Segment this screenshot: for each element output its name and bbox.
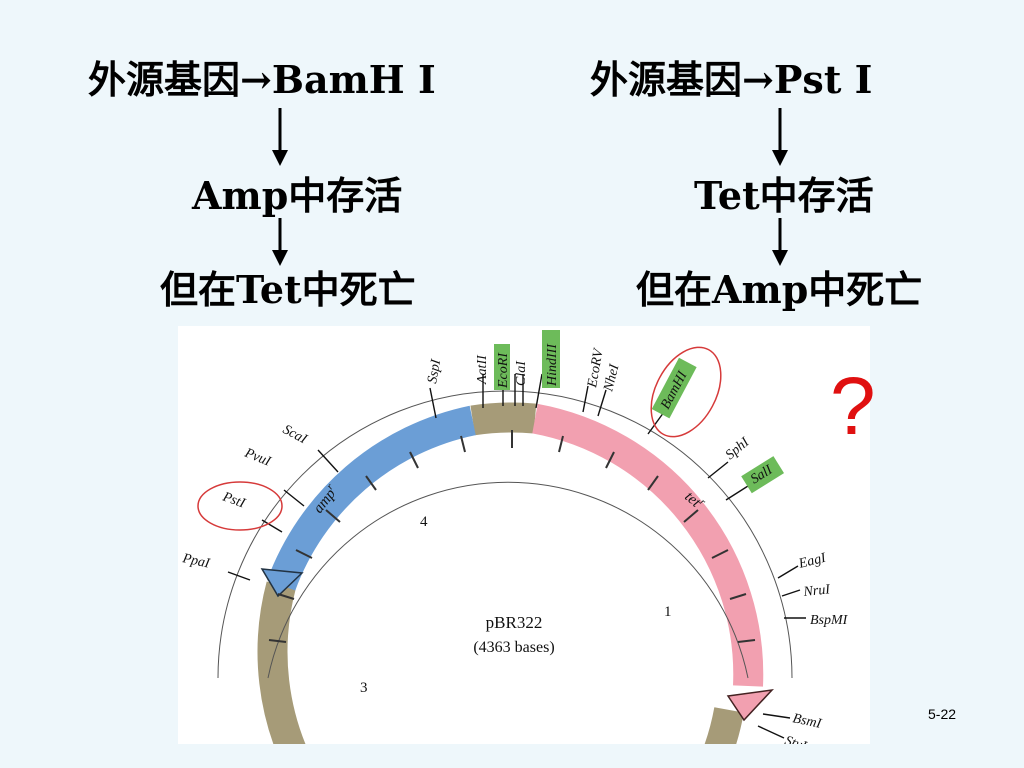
site-aatii: AatII	[475, 354, 490, 385]
left-step1-enzyme: BamH I	[271, 57, 436, 102]
site-clai: ClaI	[514, 360, 529, 386]
right-step3-label: 但在Amp中死亡	[636, 267, 923, 312]
tet-segment	[532, 403, 764, 687]
left-arrow-down-2-icon	[272, 218, 288, 266]
right-step1-arrow: →	[742, 57, 774, 102]
tet-label-sup: r	[697, 497, 707, 508]
amp-label-sup: r	[325, 482, 336, 492]
site-nhei: NheI	[601, 362, 623, 394]
site-nrui: NruI	[802, 582, 832, 600]
scale-label-3: 3	[360, 680, 368, 696]
tet-arrowhead-icon	[726, 688, 774, 722]
site-eagi: EagI	[796, 550, 828, 572]
scale-label-1: 1	[664, 604, 672, 620]
site-bamhi-highlight	[651, 357, 697, 419]
site-ecori: EcoRI	[496, 352, 511, 389]
site-sspi: SspI	[425, 357, 444, 385]
site-ecorv: EcoRV	[585, 347, 607, 390]
left-step1-label: 外源基因→BamH I	[88, 58, 436, 102]
site-ecori-highlight	[494, 344, 510, 390]
site-bsmi: BsmI	[791, 711, 824, 732]
bamhi-circle	[650, 346, 722, 438]
site-pointer-lines	[227, 373, 806, 739]
left-step3-label: 但在Tet中死亡	[160, 267, 416, 312]
scale-ticks	[268, 430, 756, 643]
plasmid-map-svg: SspI AatII EcoRI ClaI HindIII EcoRV NheI…	[180, 330, 849, 744]
site-psti: PstI	[220, 489, 249, 512]
site-hindiii: HindIII	[545, 343, 560, 387]
site-bspmi: BspMI	[810, 613, 849, 628]
site-sali-highlight	[741, 456, 785, 494]
site-scai: ScaI	[280, 422, 310, 448]
plasmid-map: SspI AatII EcoRI ClaI HindIII EcoRV NheI…	[178, 326, 870, 744]
question-mark: ?	[830, 361, 876, 452]
right-step1-label: 外源基因→Pst I	[590, 58, 872, 102]
slide-number: 5-22	[928, 706, 957, 722]
right-arrow-down-2-icon	[772, 218, 788, 266]
left-step1-prefix: 外源基因	[88, 57, 241, 102]
site-sphi: SphI	[723, 434, 753, 463]
left-arrow-down-1-icon	[272, 108, 288, 166]
right-step2-label: Tet中存活	[694, 173, 874, 218]
plasmid-size: (4363 bases)	[473, 639, 554, 656]
right-step1-prefix: 外源基因	[590, 57, 743, 102]
left-step2-label: Amp中存活	[192, 173, 403, 218]
psti-circle	[197, 481, 283, 531]
left-step1-arrow: →	[240, 57, 272, 102]
amp-arrowhead-icon	[260, 568, 304, 598]
site-pvui: PvuI	[242, 445, 274, 470]
plasmid-name: pBR322	[486, 613, 543, 632]
amp-segment	[267, 405, 476, 591]
site-ppai: PpaI	[180, 551, 212, 572]
right-step1-enzyme: Pst I	[773, 57, 873, 102]
tet-label: tetr	[681, 487, 707, 513]
scale-label-4: 4	[420, 514, 428, 530]
site-styi: StyI	[783, 734, 810, 744]
right-arrow-down-1-icon	[772, 108, 788, 166]
site-hindiii-highlight	[542, 330, 560, 388]
